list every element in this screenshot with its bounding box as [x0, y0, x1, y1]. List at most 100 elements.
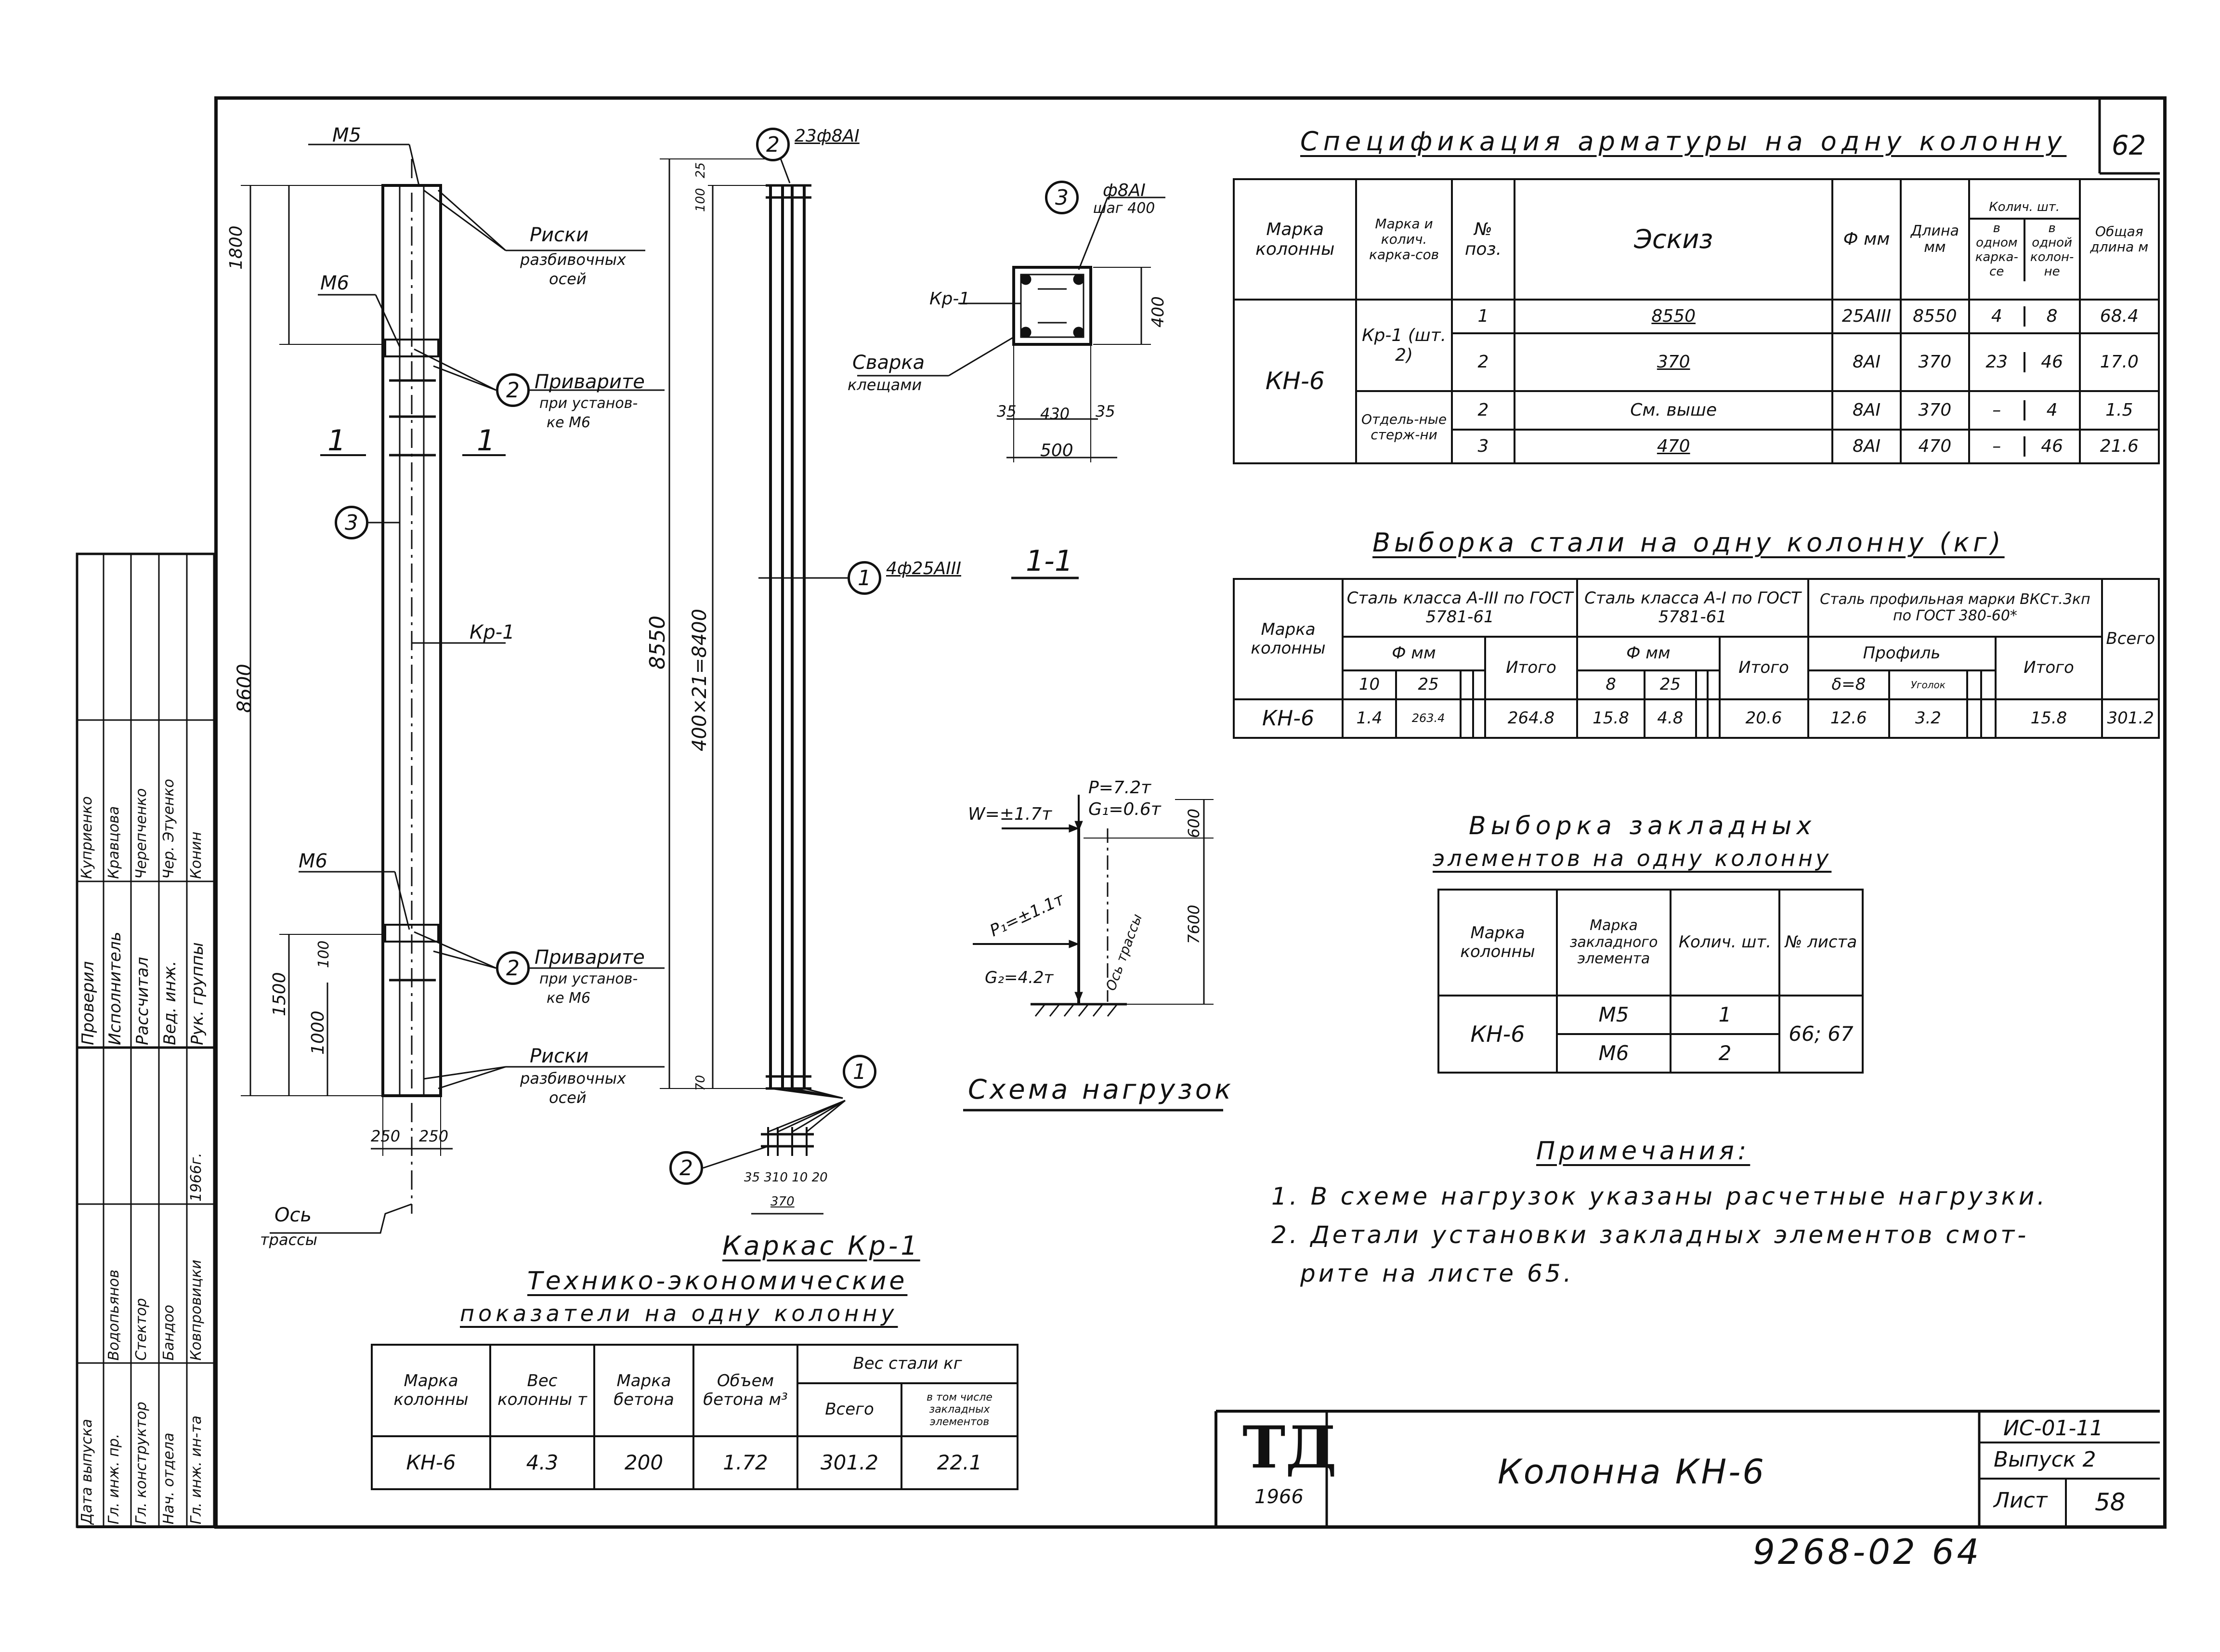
- spec-table: Марка колонны Марка и колич. карка-сов №…: [1232, 178, 2160, 464]
- steel-h-a3: Сталь класса А-III по ГОСТ 5781-61: [1341, 578, 1579, 638]
- sb-c2: Нач. отдела: [160, 1432, 177, 1524]
- spec-sketch: 8550: [1514, 299, 1834, 334]
- callout-2-bottom: 2: [496, 951, 530, 985]
- spec-h-length: Длина мм: [1899, 178, 1970, 301]
- frame-callout-1-bottom: 1: [843, 1055, 876, 1088]
- callout-2-top: 2: [496, 373, 530, 407]
- spec-length: 370: [1899, 332, 1970, 392]
- steel-vp1: 12.6: [1807, 698, 1891, 739]
- emb-m6: М6: [1556, 1033, 1672, 1074]
- steel-v25b: 4.8: [1643, 698, 1697, 739]
- load-g2: G₂=4.2т: [985, 968, 1054, 987]
- sb-cn3: Стектор: [133, 1298, 150, 1361]
- frame-dim-100: 100: [693, 188, 708, 212]
- steel-h-profile: Профиль: [1807, 636, 1997, 671]
- spec-h-pos: № поз.: [1450, 178, 1516, 301]
- column-elevation: [241, 144, 665, 1234]
- emb-q5: 1: [1670, 995, 1780, 1035]
- frame-dim-70: 70: [693, 1075, 708, 1091]
- section-dim-400: 400: [1149, 296, 1168, 328]
- sb-cn4: Водопьянов: [105, 1269, 122, 1361]
- lbl-weld-bottom: Приварите: [535, 946, 645, 969]
- steel-h-itogo2: Итого: [1718, 636, 1809, 700]
- tei-incl: 22.1: [901, 1435, 1019, 1490]
- emb-h-sheet: № листа: [1778, 889, 1864, 996]
- spec-q1: –: [1970, 436, 2025, 457]
- frame-dim-25: 25: [693, 162, 708, 178]
- lbl-m6-bottom: М6: [299, 850, 327, 872]
- dim-250-b: 250: [419, 1127, 449, 1145]
- spec-dia: 25АIII: [1831, 299, 1902, 334]
- dim-250-a: 250: [371, 1127, 401, 1145]
- note-3: рите на листе 65.: [1300, 1259, 1574, 1287]
- emb-sheets: 66; 67: [1778, 995, 1864, 1074]
- spec-sketch: 370: [1514, 332, 1834, 392]
- sb-cn2: Бандоо: [160, 1304, 177, 1361]
- frame-kp1: [660, 144, 848, 1215]
- steel-vp2: 3.2: [1888, 698, 1968, 739]
- frame-title: Каркас Кр-1: [722, 1231, 920, 1261]
- sb-c1: Гл. инж. ин-та: [188, 1416, 205, 1524]
- sheet-number: 62: [2112, 130, 2146, 161]
- spec-length: 8550: [1899, 299, 1970, 334]
- frame-dim-8550: 8550: [645, 616, 670, 669]
- frame-callout-1: 1: [848, 561, 881, 595]
- tei-title-1: Технико-экономические: [527, 1267, 908, 1296]
- frame-dim-400x21: 400×21=8400: [689, 608, 711, 751]
- sidebar-grid: [76, 552, 216, 1528]
- loads-scheme: [963, 795, 1223, 1112]
- spec-total: 68.4: [2078, 299, 2160, 334]
- stamp-issue: Выпуск 2: [1994, 1447, 2096, 1472]
- stamp-year: 1966: [1254, 1486, 1304, 1508]
- sb-n1: Конин: [188, 831, 205, 879]
- spec-h-dia: Ф мм: [1831, 178, 1902, 301]
- spec-pos: 3: [1450, 429, 1516, 464]
- spec-pos: 1: [1450, 299, 1516, 334]
- tei-h-all: Всего: [797, 1382, 902, 1437]
- emb-h-qty: Колич. шт.: [1670, 889, 1780, 996]
- section-kp1: Кр-1: [929, 289, 970, 309]
- steel-h-p2: Уголок: [1888, 669, 1968, 700]
- lbl-m5: М5: [332, 124, 361, 146]
- load-g1: G₁=0.6т: [1088, 800, 1161, 819]
- emb-m5: М5: [1556, 995, 1672, 1035]
- section-1-1: [857, 197, 1165, 579]
- emb-table: Марка колонны Марка закладного элемента …: [1437, 889, 1864, 1074]
- emb-h-emark: Марка закладного элемента: [1556, 889, 1672, 996]
- archive-number: 9268-02 64: [1753, 1532, 1982, 1572]
- emb-q6: 2: [1670, 1033, 1780, 1074]
- spec-q2: 46: [2041, 436, 2063, 457]
- steel-h-d25: 25: [1395, 669, 1462, 700]
- section-mark-right: 1: [477, 424, 496, 458]
- lbl-m6-top: М6: [320, 272, 349, 294]
- spec-h-qty-label: Колич. шт.: [1970, 197, 2079, 220]
- tei-weight: 4.3: [489, 1435, 595, 1490]
- spec-h-frame: Марка и колич. карка-сов: [1355, 178, 1453, 301]
- steel-v25: 263.4: [1395, 698, 1462, 739]
- sb-n2: Чер. Этуенко: [160, 779, 177, 879]
- emb-title-2: элементов на одну колонну: [1433, 845, 1832, 871]
- steel-h-d8: 8: [1576, 669, 1645, 700]
- section-callout-3: 3: [1045, 181, 1079, 214]
- spec-sketch: См. выше: [1514, 390, 1834, 431]
- spec-total: 21.6: [2078, 429, 2160, 464]
- frame-bar-label: 4ф25АIII: [886, 559, 961, 578]
- stamp-sheet-label: Лист: [1994, 1488, 2048, 1513]
- steel-h-d25b: 25: [1643, 669, 1697, 700]
- sb-r5: Проверил: [78, 961, 98, 1045]
- spec-separate: Отдель-ные стерж-ни: [1355, 390, 1453, 464]
- tei-mark: КН-6: [371, 1435, 491, 1490]
- tei-table: Марка колонны Вес колонны т Марка бетона…: [371, 1344, 1019, 1490]
- section-weld: Сварка: [852, 352, 925, 374]
- lbl-risks-top: Риски: [530, 224, 589, 246]
- load-p: P=7.2т: [1088, 778, 1151, 798]
- stamp-code: ИС-01-11: [2003, 1416, 2103, 1441]
- spec-pos: 2: [1450, 332, 1516, 392]
- steel-h-phi2: Ф мм: [1576, 636, 1721, 671]
- load-dim-600: 600: [1185, 808, 1203, 838]
- steel-h-all: Всего: [2101, 578, 2160, 700]
- section-dim-35b: 35: [1096, 402, 1115, 420]
- lbl-weld-top-3: ке М6: [547, 414, 591, 431]
- sb-r1: Рук. группы: [188, 942, 207, 1045]
